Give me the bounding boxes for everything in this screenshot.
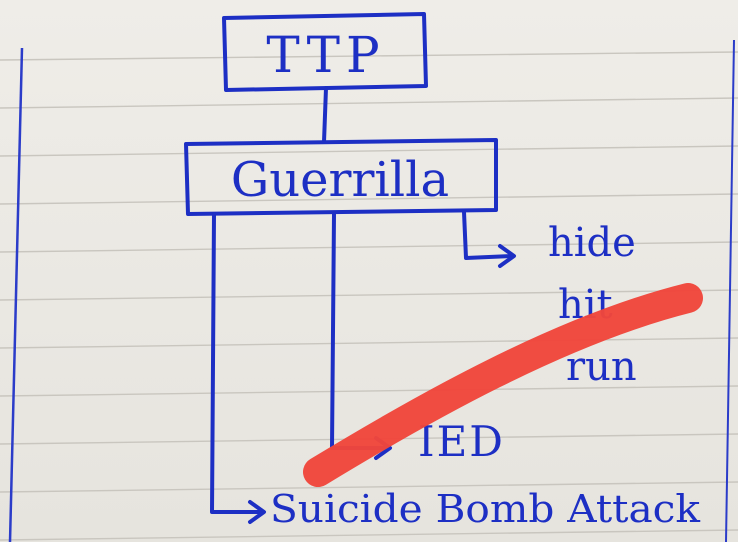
left-margin-line <box>8 47 24 542</box>
tactic-hide: hide <box>548 220 636 266</box>
ied-label: IED <box>418 417 505 466</box>
ied-branch-line <box>330 212 390 450</box>
suicide-arrowhead <box>248 500 266 524</box>
right-margin-line <box>725 39 735 542</box>
guerrilla-box <box>184 138 498 216</box>
ttp-to-guerrilla-connector <box>322 86 328 144</box>
red-strike-mark <box>303 283 703 487</box>
tactics-arrow <box>462 210 514 260</box>
ttp-label: TTP <box>266 26 385 84</box>
guerrilla-label: Guerrilla <box>231 152 449 208</box>
ttp-box <box>222 12 428 92</box>
suicide-label: Suicide Bomb Attack <box>270 487 701 531</box>
tactic-run: run <box>566 344 637 390</box>
suicide-branch-line <box>210 212 264 514</box>
tactics-arrowhead <box>498 244 516 268</box>
